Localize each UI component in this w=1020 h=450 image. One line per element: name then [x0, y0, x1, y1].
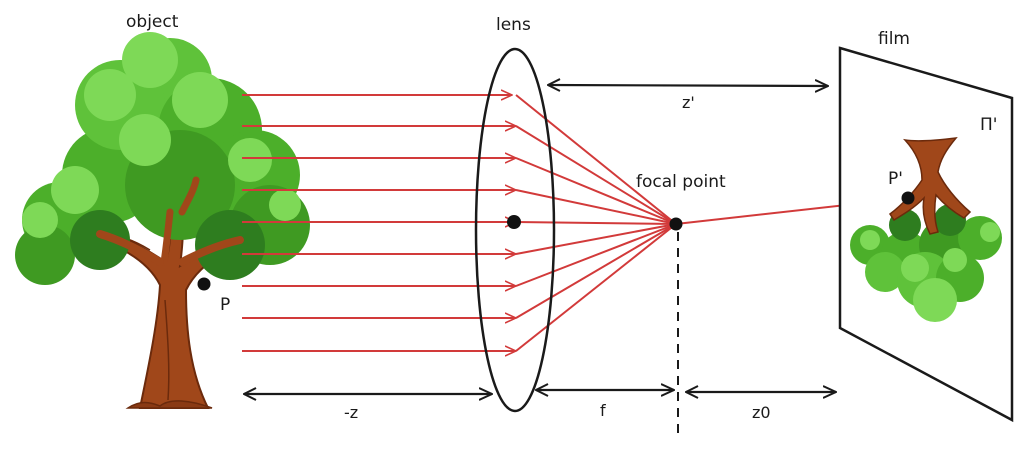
f-label: f [600, 401, 606, 420]
focal-point-label: focal point [636, 172, 726, 192]
object-point-label: P [220, 295, 230, 315]
image-point-p [901, 191, 915, 205]
focal-point-dot [669, 217, 683, 231]
z-prime-arrow [548, 85, 828, 86]
image-point-label: P' [888, 169, 903, 189]
z-prime-label: z' [682, 93, 695, 112]
lens-center-point [507, 215, 521, 229]
incident-rays [242, 95, 516, 351]
refracted-rays [515, 94, 677, 352]
lens-shape [474, 47, 556, 413]
film-plane-label: Π' [980, 115, 997, 135]
z0-label: z0 [752, 403, 771, 422]
neg-z-label: -z [344, 403, 358, 422]
film-label: film [878, 29, 910, 49]
object-tree-icon [15, 32, 310, 409]
object-point-p [197, 277, 211, 291]
object-label: object [126, 12, 179, 32]
lens-label: lens [496, 15, 531, 35]
